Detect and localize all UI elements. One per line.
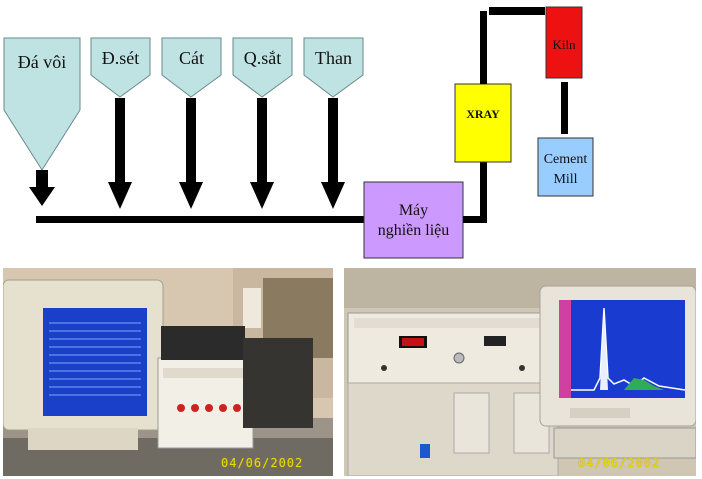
top-connector-line — [489, 7, 545, 15]
conveyor-line — [36, 216, 364, 223]
hopper-than — [303, 37, 364, 98]
arrow-da-voi — [29, 170, 55, 206]
hopper-label-than: Than — [315, 48, 352, 68]
hopper-label-cat: Cát — [179, 48, 204, 68]
hopper-da-voi — [3, 37, 81, 171]
raw-mill-label-line2: nghiền liệu — [377, 222, 450, 239]
hopper-label-d-set: Đ.sét — [101, 48, 140, 68]
cement-mill-box — [537, 137, 594, 197]
raw-mill-box — [363, 181, 464, 259]
hopper-cat — [161, 37, 222, 98]
photo-xrf-analyzer-image — [344, 268, 696, 476]
kiln-box — [545, 6, 583, 79]
photo-lab-computer-image — [3, 268, 333, 476]
process-flow-diagram — [3, 6, 594, 259]
hopper-d-set — [90, 37, 151, 98]
xray-label: XRAY — [466, 107, 500, 121]
photo-lab-computer: 04/06/2002 — [3, 268, 333, 476]
raw-mill-label: Máy nghiền liệu — [364, 201, 463, 241]
hopper-label-q-sat: Q.sắt — [243, 48, 282, 68]
hopper-q-sat — [232, 37, 293, 98]
arrow-than — [321, 98, 345, 209]
photo-lab-computer-date: 04/06/2002 — [221, 456, 304, 470]
xray-up-line — [480, 11, 487, 84]
raw-mill-label-line1: Máy — [398, 202, 429, 219]
cement-mill-label-line2: Mill — [553, 172, 578, 187]
photo-xrf-analyzer-date: 04/06/2002 — [578, 456, 661, 470]
mill-to-xray-line — [463, 216, 487, 223]
kiln-label: Kiln — [552, 37, 576, 52]
cement-mill-label-line1: Cement — [543, 152, 588, 167]
hopper-label-da-voi: Đá vôi — [17, 52, 67, 72]
xray-box — [454, 83, 512, 163]
mill-to-xray-riser — [480, 162, 487, 223]
arrow-q-sat — [250, 98, 274, 209]
photo-xrf-analyzer: 04/06/2002 — [344, 268, 696, 476]
arrow-d-set — [108, 98, 132, 209]
cement-mill-label: Cement Mill — [538, 150, 593, 190]
kiln-to-cement-line — [561, 82, 568, 134]
arrow-cat — [179, 98, 203, 209]
